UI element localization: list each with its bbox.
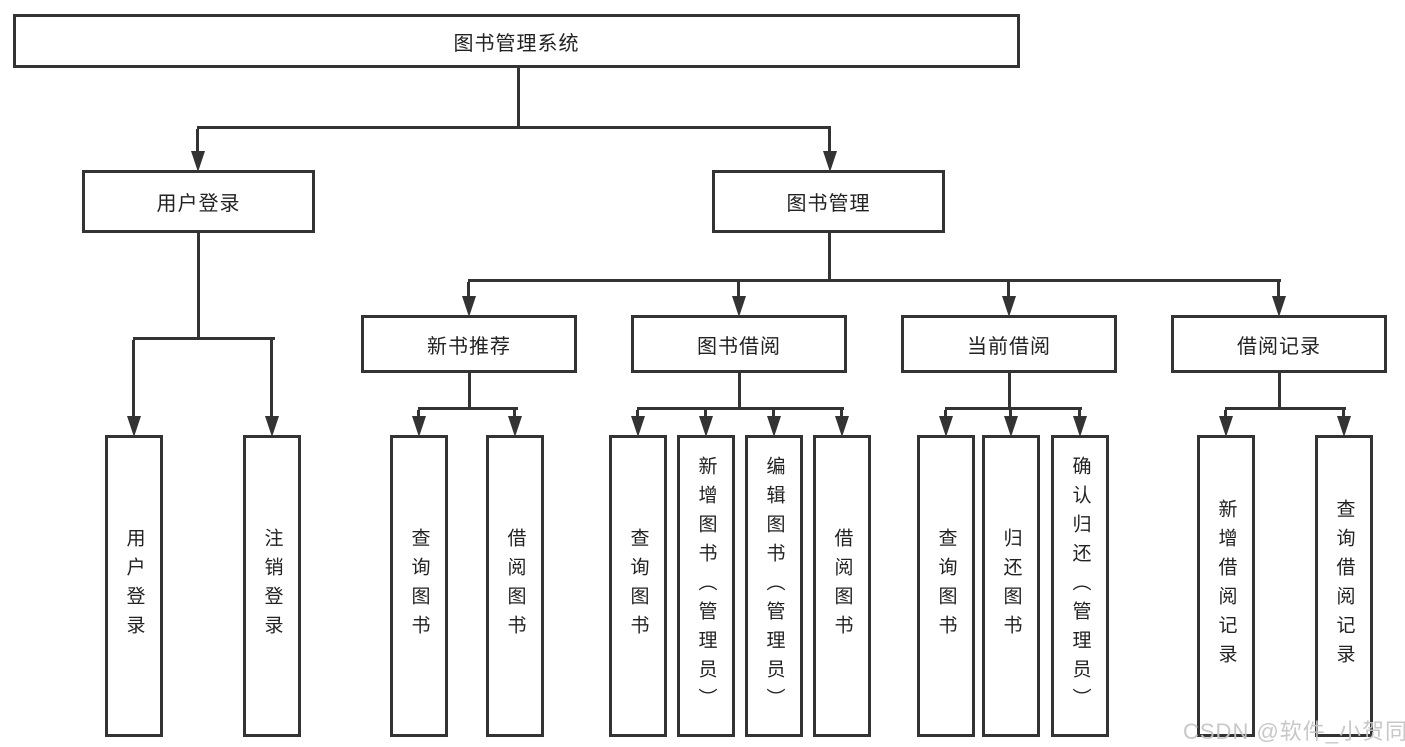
- connector-line: [468, 279, 1281, 282]
- arrow-down-icon: [127, 340, 141, 437]
- leaf-user-login: 用户登录: [105, 435, 163, 737]
- node-label: 当前借阅: [967, 335, 1051, 358]
- arrow-down-icon: [732, 282, 746, 317]
- connector-line: [133, 337, 275, 340]
- node-user-login-branch: 用户登录: [82, 170, 315, 233]
- arrow-down-icon: [412, 410, 426, 437]
- node-label: 查询图书: [935, 528, 957, 644]
- arrow-down-icon: [1272, 282, 1286, 317]
- arrow-down-icon: [265, 340, 279, 437]
- arrow-down-icon: [1002, 282, 1016, 317]
- leaf-query-books-recommend: 查询图书: [390, 435, 448, 737]
- leaf-return-books: 归还图书: [982, 435, 1040, 737]
- node-label: 借阅图书: [831, 528, 853, 644]
- node-label: 查询借阅记录: [1333, 499, 1355, 673]
- connector-line: [418, 407, 518, 410]
- leaf-query-borrow-record: 查询借阅记录: [1315, 435, 1373, 737]
- connector-line: [1225, 407, 1346, 410]
- connector-line: [468, 373, 471, 410]
- arrow-down-icon: [1073, 410, 1087, 437]
- node-label: 借阅记录: [1237, 335, 1321, 358]
- arrow-down-icon: [699, 410, 713, 437]
- arrow-down-icon: [835, 410, 849, 437]
- arrow-down-icon: [508, 410, 522, 437]
- node-label: 新书推荐: [427, 335, 511, 358]
- node-new-book-recommendation: 新书推荐: [361, 315, 577, 373]
- leaf-borrow-books-recommend: 借阅图书: [486, 435, 544, 737]
- leaf-logout: 注销登录: [243, 435, 301, 737]
- arrow-down-icon: [191, 129, 205, 172]
- node-label: 查询图书: [627, 528, 649, 644]
- arrow-down-icon: [462, 282, 476, 317]
- node-label: 新增借阅记录: [1215, 499, 1237, 673]
- node-label: 确认归还（管理员）: [1069, 455, 1091, 717]
- connector-line: [738, 373, 741, 410]
- node-library-management-system: 图书管理系统: [13, 14, 1020, 68]
- node-borrowing-records: 借阅记录: [1171, 315, 1387, 373]
- connector-line: [1278, 373, 1281, 410]
- leaf-add-books-admin: 新增图书（管理员）: [677, 435, 735, 737]
- node-label: 用户登录: [123, 528, 145, 644]
- connector-line: [637, 407, 844, 410]
- arrow-down-icon: [631, 410, 645, 437]
- connector-line: [517, 68, 520, 129]
- leaf-add-borrow-record: 新增借阅记录: [1197, 435, 1255, 737]
- node-book-management-branch: 图书管理: [712, 170, 945, 233]
- leaf-confirm-return-admin: 确认归还（管理员）: [1051, 435, 1109, 737]
- connector-line: [1008, 373, 1011, 410]
- node-label: 新增图书（管理员）: [695, 455, 717, 717]
- node-label: 图书借阅: [697, 335, 781, 358]
- arrow-down-icon: [823, 129, 837, 172]
- arrow-down-icon: [1219, 410, 1233, 437]
- leaf-edit-books-admin: 编辑图书（管理员）: [745, 435, 803, 737]
- connector-line: [945, 407, 1082, 410]
- arrow-down-icon: [1004, 410, 1018, 437]
- node-book-borrowing: 图书借阅: [631, 315, 847, 373]
- node-label: 查询图书: [408, 528, 430, 644]
- node-label: 归还图书: [1000, 528, 1022, 644]
- csdn-watermark: CSDN @软件_小贺同学: [1183, 719, 1405, 744]
- node-label: 注销登录: [261, 528, 283, 644]
- node-label: 编辑图书（管理员）: [763, 455, 785, 717]
- leaf-borrow-books: 借阅图书: [813, 435, 871, 737]
- arrow-down-icon: [767, 410, 781, 437]
- node-label: 用户登录: [156, 193, 241, 215]
- leaf-query-books-borrowing: 查询图书: [609, 435, 667, 737]
- arrow-down-icon: [1337, 410, 1351, 437]
- node-label: 借阅图书: [504, 528, 526, 644]
- leaf-query-books-current: 查询图书: [917, 435, 975, 737]
- node-current-borrowing: 当前借阅: [901, 315, 1117, 373]
- node-label: 图书管理系统: [453, 32, 580, 55]
- arrow-down-icon: [939, 410, 953, 437]
- connector-line: [197, 126, 831, 129]
- node-label: 图书管理: [786, 193, 871, 215]
- connector-line: [828, 233, 831, 282]
- connector-line: [197, 233, 200, 340]
